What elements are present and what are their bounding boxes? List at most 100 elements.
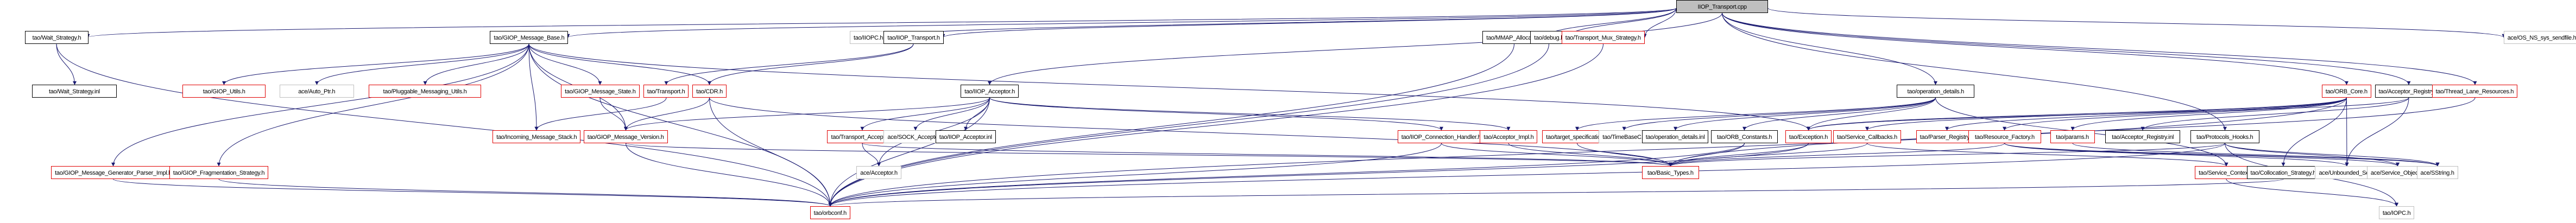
edge-giop_base-to-auto_ptr (315, 43, 529, 85)
node-wait-strategy-inl[interactable]: tao/Wait_Strategy.inl (31, 85, 117, 98)
edge-root-to-proto_hooks (1722, 12, 2227, 131)
node-orbconf-h[interactable]: tao/orbconf.h (810, 206, 850, 219)
edge-debug-to-orbconf (828, 43, 1549, 207)
node-auto-ptr-h[interactable]: ace/Auto_Ptr.h (279, 85, 354, 98)
node-debug-h[interactable]: tao/debug.h (1530, 31, 1568, 44)
node-basic-types-h[interactable]: tao/Basic_Types.h (1641, 166, 1699, 179)
node-exception-h[interactable]: tao/Exception.h (1785, 130, 1832, 143)
node-orb-core-h[interactable]: tao/ORB_Core.h (2321, 85, 2371, 98)
node-iiopc-h[interactable]: tao/IIOPC.h (850, 31, 887, 44)
edge-iiop_transport_h-to-transport_h (664, 43, 914, 85)
edge-root-to-acc_registry (1722, 12, 2411, 85)
node-giop-utils-h[interactable]: tao/GIOP_Utils.h (182, 85, 266, 98)
node-service-callbacks-h[interactable]: tao/Service_Callbacks.h (1833, 130, 1901, 143)
node-incoming-message-stack-h[interactable]: tao/Incoming_Message_Stack.h (493, 130, 581, 143)
edge-giop_base-to-giop_state (528, 43, 602, 85)
node-cdr-h[interactable]: tao/CDR.h (692, 85, 727, 98)
edge-giop_base-to-incoming (528, 43, 539, 131)
node-iopc-h[interactable]: tao/IOPC.h (2378, 206, 2415, 219)
node-iiop-acceptor-inl[interactable]: tao/IIOP_Acceptor.inl (935, 130, 996, 143)
edge-iiop_conn-to-orbconf (828, 143, 1442, 207)
node-acceptor-registry-h[interactable]: tao/Acceptor_Registry.h (2375, 85, 2442, 98)
node-sock-acceptor-h[interactable]: ace/SOCK_Acceptor.h (883, 130, 948, 143)
edge-orb_core-to-orbconf (828, 97, 2347, 207)
node-giop-message-version-h[interactable]: tao/GIOP_Message_Version.h (583, 130, 668, 143)
edge-res_factory-to-basic_types (1669, 143, 2005, 167)
edge-orb_core-to-res_factory (2003, 97, 2347, 131)
edge-iiop_acceptor-to-transport_acc (860, 97, 990, 131)
edge-svc_callbacks-to-svc_context (1867, 143, 2228, 167)
node-operation-details-h[interactable]: tao/operation_details.h (1897, 85, 1975, 98)
node-thread-lane-resources-h[interactable]: tao/Thread_Lane_Resources.h (2432, 85, 2518, 98)
node-giop-message-base-h[interactable]: tao/GIOP_Message_Base.h (490, 31, 569, 44)
node-transport-h[interactable]: tao/Transport.h (643, 85, 689, 98)
edge-res_factory-to-unb_set (2004, 143, 2349, 167)
edge-acc_registry-to-acc_reg_inl (2141, 97, 2409, 131)
root-node-iiop-transport-cpp[interactable]: IIOP_Transport.cpp (1676, 0, 1768, 13)
edge-res_factory-to-sstring (2004, 143, 2440, 167)
node-sstring-h[interactable]: ace/SString.h (2416, 166, 2458, 179)
edge-giop_base-to-pluggable (423, 43, 529, 85)
edge-exception-to-orbconf (828, 143, 1809, 207)
node-ace-acceptor-h[interactable]: ace/Acceptor.h (856, 166, 901, 179)
edge-svc_context-to-iopc (2226, 179, 2398, 207)
edge-orb_const-to-orbconf (828, 143, 1745, 207)
node-giop-message-state-h[interactable]: tao/GIOP_Message_State.h (561, 85, 640, 98)
edge-orb_core-to-parser_reg (1945, 97, 2347, 131)
edge-root-to-mux (1643, 8, 1677, 38)
node-resource-factory-h[interactable]: tao/Resource_Factory.h (1968, 130, 2041, 143)
edge-iiop_acceptor-to-acc_impl (989, 97, 1511, 131)
node-collocation-strategy-h[interactable]: tao/Collocation_Strategy.h (2246, 166, 2320, 179)
node-operation-details-inl[interactable]: tao/operation_details.inl (1641, 130, 1709, 143)
edge-proto_hooks-to-sstring (2225, 143, 2440, 167)
node-wait-strategy-h[interactable]: tao/Wait_Strategy.h (25, 31, 89, 44)
edge-iiop_acceptor-to-sock_acc (913, 97, 990, 131)
node-giop-fragmentation-strategy-h[interactable]: tao/GIOP_Fragmentation_Strategy.h (169, 166, 269, 179)
node-iiop-transport-h[interactable]: tao/IIOP_Transport.h (883, 31, 944, 44)
edge-giop_state-to-giop_version (599, 97, 628, 131)
node-protocols-hooks-h[interactable]: tao/Protocols_Hooks.h (2190, 130, 2259, 143)
edge-iiop_acceptor-to-giop_version (624, 97, 990, 131)
node-timebasec-h[interactable]: tao/TimeBaseC.h (1599, 130, 1650, 143)
node-giop-message-generator-parser-impl-h[interactable]: tao/GIOP_Message_Generator_Parser_Impl.h (51, 166, 175, 179)
edge-giop_version-to-orbconf (626, 143, 832, 207)
edge-target_spec-to-basic_types (1577, 143, 1672, 167)
edge-orb_core-to-colloc (2281, 97, 2347, 167)
edge-giop_base-to-exception (528, 43, 1810, 131)
edge-transport_acc-to-basic_types (862, 143, 1672, 167)
node-parser-registry-h[interactable]: tao/Parser_Registry.h (1916, 130, 1978, 143)
edge-transport_h-to-incoming (534, 97, 667, 131)
edge-giop_base-to-orbconf (528, 43, 832, 207)
edge-iiop_acceptor-to-iiop_conn (989, 97, 1443, 131)
node-orb-constants-h[interactable]: tao/ORB_Constants.h (1710, 130, 1778, 143)
node-pluggable-messaging-utils-h[interactable]: tao/Pluggable_Messaging_Utils.h (368, 85, 482, 98)
edge-giop_base-to-frag (217, 43, 529, 167)
edge-giop_base-to-cdr (528, 43, 711, 85)
node-params-h[interactable]: tao/params.h (2050, 130, 2095, 143)
edge-colloc-to-orbconf (829, 179, 2284, 207)
edge-root-to-iiop_acceptor (988, 12, 1722, 85)
edge-giop_version-to-basic_types (626, 143, 1672, 167)
edge-root-to-thread_lane (1722, 12, 2477, 85)
edge-orb_core-to-params (2070, 97, 2347, 131)
node-acceptor-impl-h[interactable]: tao/Acceptor_Impl.h (1480, 130, 1538, 143)
node-iiop-connection-handler-h[interactable]: tao/IIOP_Connection_Handler.h (1397, 130, 1485, 143)
edge-giop_base-to-msg_gen (111, 43, 529, 167)
edge-op_details_h-to-target_spec (1575, 97, 1936, 131)
edge-orb_core-to-exception (1807, 97, 2347, 131)
edge-acc_impl-to-basic_types (1508, 143, 1672, 167)
edge-wait_h-to-wait_inl (56, 43, 77, 85)
edge-op_details_h-to-timebase (1622, 97, 1936, 131)
node-acceptor-registry-inl[interactable]: tao/Acceptor_Registry.inl (2105, 130, 2181, 143)
node-transport-mux-strategy-h[interactable]: tao/Transport_Mux_Strategy.h (1561, 31, 1645, 44)
edge-acc_registry-to-exception (1807, 97, 2409, 131)
edge-svc_callbacks-to-basic_types (1669, 143, 1867, 167)
edge-params-to-sstring (2072, 143, 2440, 167)
edge-proto_hooks-to-basic_types (1669, 143, 2225, 167)
edge-exception-to-basic_types (1669, 143, 1809, 167)
edge-root-to-op_details_h (1722, 12, 1937, 85)
node-iiop-acceptor-h[interactable]: tao/IIOP_Acceptor.h (961, 85, 1019, 98)
edge-proto_hooks-to-svc_obj (2225, 143, 2400, 167)
node-os-ns-sys-sendfile-h[interactable]: ace/OS_NS_sys_sendfile.h (2503, 31, 2576, 44)
